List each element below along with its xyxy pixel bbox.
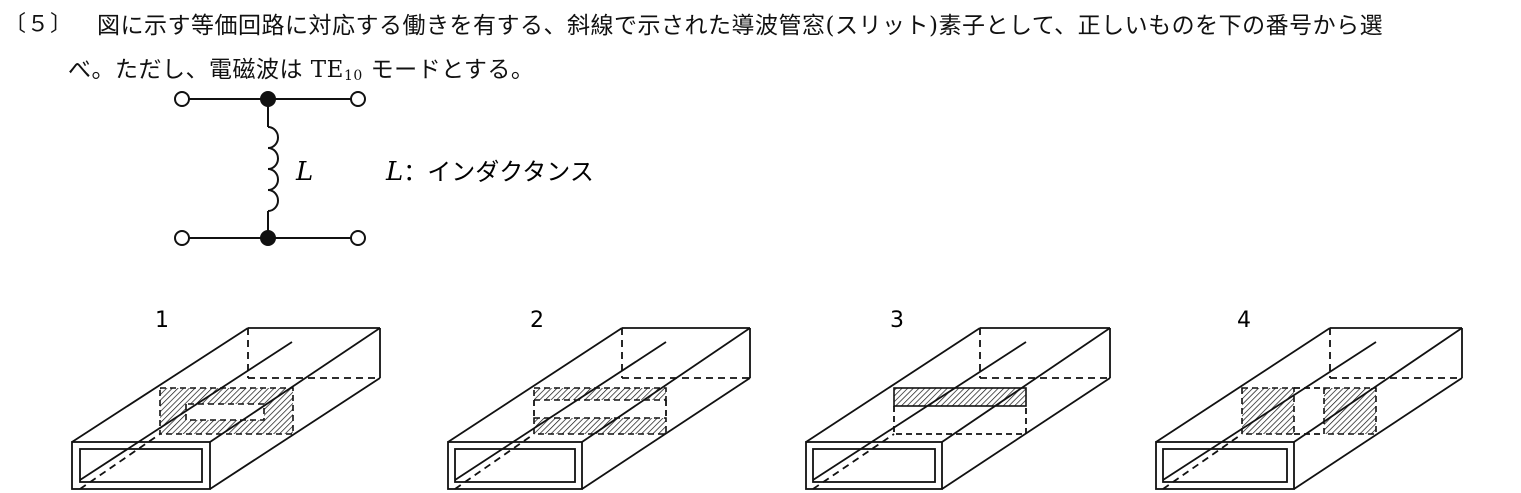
hidden-bottom-left bbox=[79, 433, 161, 490]
line2-after: モードとする。 bbox=[362, 57, 535, 83]
option-4[interactable]: 4 bbox=[1155, 308, 1463, 490]
hidden-bottom-left bbox=[454, 433, 535, 490]
hidden-bottom-left bbox=[812, 433, 895, 490]
front-face-inner bbox=[79, 448, 203, 483]
front-face-outer bbox=[805, 441, 943, 490]
terminal-top-left bbox=[174, 91, 190, 107]
terminal-top-right bbox=[350, 91, 366, 107]
hidden-bottom-left bbox=[1162, 433, 1243, 490]
bottom-right-edge bbox=[1293, 377, 1463, 490]
equivalent-circuit bbox=[174, 91, 366, 246]
front-face-outer bbox=[71, 441, 211, 490]
question-text-line1: 図に示す等価回路に対応する働きを有する、斜線で示された導波管窓(スリット)素子と… bbox=[97, 13, 1384, 39]
top-right-edge bbox=[1293, 327, 1463, 443]
slit-top-strip bbox=[893, 387, 1027, 407]
slit-left-strip bbox=[1241, 387, 1295, 435]
front-face-inner bbox=[454, 448, 576, 483]
option-3[interactable]: 3 bbox=[805, 308, 1111, 490]
option-2[interactable]: 2 bbox=[447, 308, 751, 490]
question-number: 〔５〕 bbox=[4, 12, 74, 37]
top-left-edge bbox=[447, 327, 623, 443]
line2-before: べ。ただし、電磁波は TE bbox=[68, 57, 344, 83]
legend-symbol: L bbox=[385, 157, 403, 187]
bottom-right-edge bbox=[209, 377, 381, 490]
legend: L：インダクタンス bbox=[385, 157, 594, 187]
mode-subscript: 10 bbox=[343, 68, 363, 84]
inner-diagonal bbox=[454, 341, 667, 481]
top-left-edge bbox=[71, 327, 249, 443]
terminal-bottom-right bbox=[350, 230, 366, 246]
inductor-label: L bbox=[295, 157, 313, 187]
front-face-inner bbox=[812, 448, 936, 483]
slit-window bbox=[159, 387, 294, 435]
top-right-edge bbox=[941, 327, 1111, 443]
slit-bottom-strip bbox=[533, 417, 667, 435]
front-face-outer bbox=[1155, 441, 1295, 490]
option-label: 1 bbox=[155, 308, 169, 333]
terminal-bottom-left bbox=[174, 230, 190, 246]
option-1[interactable]: 1 bbox=[71, 308, 381, 490]
option-label: 3 bbox=[890, 308, 904, 333]
legend-text: ：インダクタンス bbox=[403, 158, 594, 186]
question-text-line2: べ。ただし、電磁波は TE10 モードとする。 bbox=[68, 50, 534, 84]
slit-right-strip bbox=[1323, 387, 1377, 435]
option-label: 4 bbox=[1237, 308, 1251, 333]
front-face-outer bbox=[447, 441, 583, 490]
window-outline bbox=[893, 406, 1027, 435]
inner-diagonal bbox=[812, 341, 1027, 481]
front-face-inner bbox=[1162, 448, 1288, 483]
option-label: 2 bbox=[530, 308, 544, 333]
top-left-edge bbox=[1155, 327, 1331, 443]
top-left-edge bbox=[805, 327, 981, 443]
slit-top-strip bbox=[533, 387, 667, 401]
inductor-coil bbox=[267, 126, 279, 212]
